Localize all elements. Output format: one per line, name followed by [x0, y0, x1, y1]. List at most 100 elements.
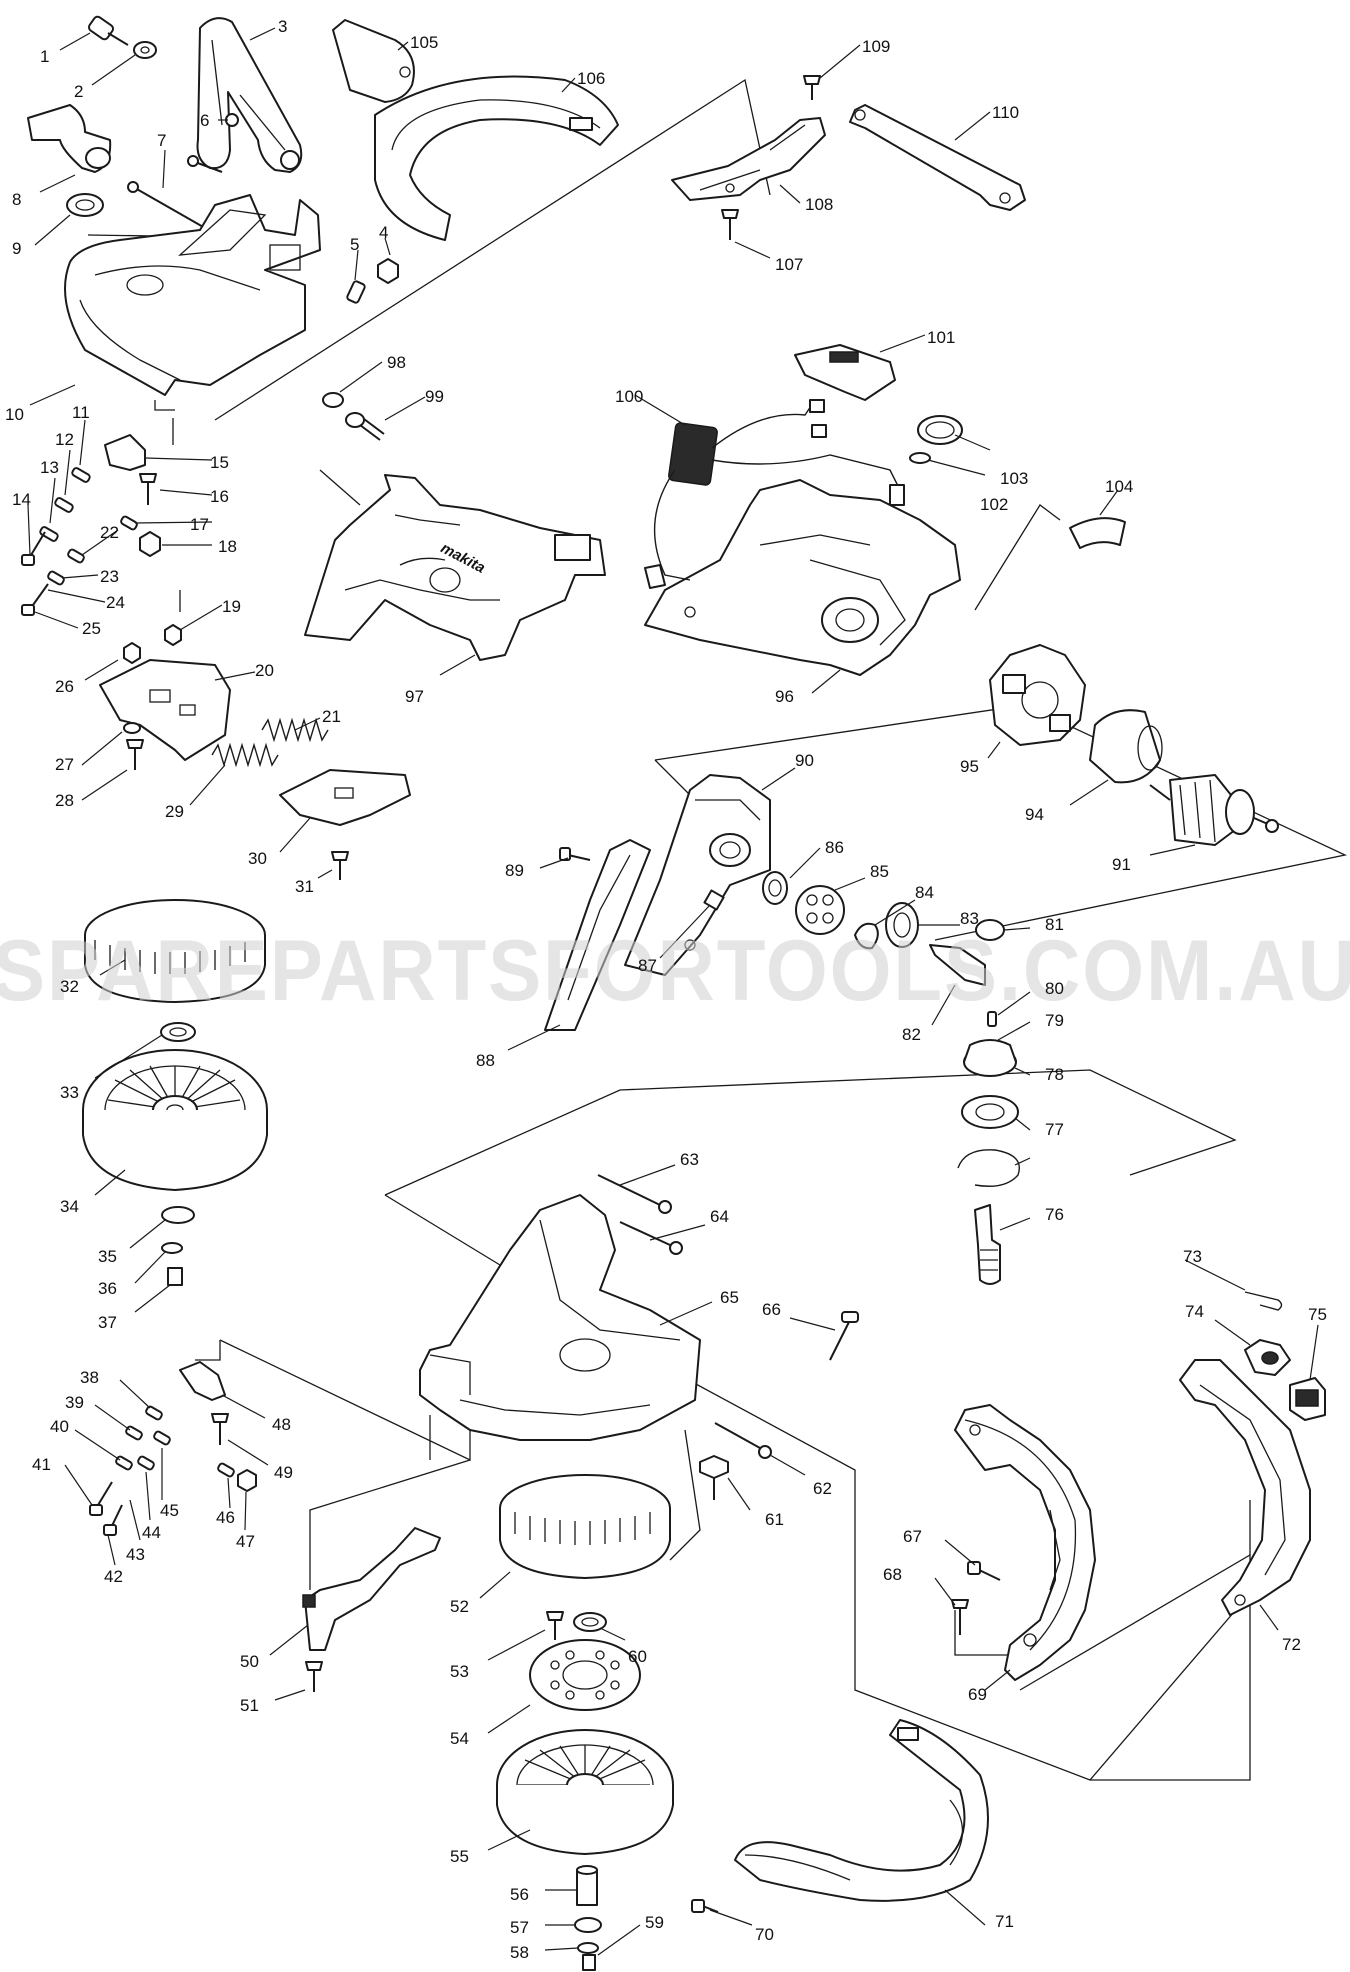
pin-23 [47, 570, 65, 586]
callout-25: 25 [82, 619, 101, 638]
callout-18: 18 [218, 537, 237, 556]
callout-71: 71 [995, 1912, 1014, 1931]
callout-20: 20 [255, 661, 274, 680]
seal-104 [1069, 517, 1126, 549]
callout-26: 26 [55, 677, 74, 696]
callout-41: 41 [32, 1455, 51, 1474]
callout-13: 13 [40, 458, 59, 477]
callout-89: 89 [505, 861, 524, 880]
callout-90: 90 [795, 751, 814, 770]
callout-99: 99 [425, 387, 444, 406]
callout-33: 33 [60, 1083, 79, 1102]
callout-39: 39 [65, 1393, 84, 1412]
left-wheel-parts [82, 899, 268, 1286]
upper-cover-10 [64, 194, 321, 396]
pin-11 [71, 467, 91, 483]
callout-110: 110 [992, 103, 1019, 122]
callout-101: 101 [927, 328, 955, 347]
callout-5: 5 [350, 235, 359, 254]
spacer-56 [576, 1869, 598, 1906]
callout-48: 48 [272, 1415, 291, 1434]
callout-7: 7 [157, 131, 166, 150]
callout-37: 37 [98, 1313, 117, 1332]
callout-44: 44 [142, 1523, 161, 1542]
lower-left-parts [89, 1361, 441, 1692]
watermark-text: SPAREPARTSFORTOOLS.COM.AU [0, 923, 1350, 1019]
bearing-86 [762, 871, 788, 905]
pin-12 [54, 497, 74, 513]
callout-1: 1 [40, 47, 49, 66]
washer-2 [133, 41, 157, 59]
callout-6: 6 [200, 111, 209, 130]
washer-58 [577, 1942, 599, 1954]
left-small-parts [21, 434, 411, 880]
callout-35: 35 [98, 1247, 117, 1266]
callout-10: 10 [5, 405, 24, 424]
cover-parts-top [332, 19, 619, 241]
group-outlines [87, 78, 1348, 1781]
shaft-76 [974, 1204, 1001, 1285]
callout-91: 91 [1112, 855, 1131, 874]
washer-35 [161, 1206, 195, 1224]
callout-61: 61 [765, 1510, 784, 1529]
callout-labels: 1 2 3 4 5 6 7 8 9 10 11 12 13 14 15 16 1… [5, 17, 1327, 1962]
callout-11: 11 [72, 403, 90, 422]
callout-107: 107 [775, 255, 803, 274]
callout-108: 108 [805, 195, 833, 214]
ring-94 [1089, 709, 1161, 784]
callout-62: 62 [813, 1479, 832, 1498]
callout-31: 31 [295, 877, 314, 896]
callout-95: 95 [960, 757, 979, 776]
callout-64: 64 [710, 1207, 729, 1226]
screw-59 [582, 1954, 596, 1971]
lower-body [419, 1174, 859, 1971]
long-bolt-7 [134, 187, 206, 229]
callout-58: 58 [510, 1943, 529, 1962]
pin-22 [67, 548, 85, 564]
pin-38 [145, 1405, 163, 1421]
callout-78: 78 [1045, 1065, 1064, 1084]
callout-51: 51 [240, 1696, 259, 1715]
callout-109: 109 [862, 37, 890, 56]
lower-frame-65 [419, 1194, 701, 1441]
callout-81: 81 [1045, 915, 1064, 934]
rod-110 [849, 104, 1026, 211]
callout-23: 23 [100, 567, 119, 586]
callout-40: 40 [50, 1417, 69, 1436]
callout-27: 27 [55, 755, 74, 774]
leader-lines [27, 27, 1319, 1956]
bracket-108 [671, 117, 826, 201]
callout-75: 75 [1308, 1305, 1327, 1324]
callout-84: 84 [915, 883, 934, 902]
gear-train [544, 774, 1020, 1285]
washer-60 [573, 1612, 607, 1632]
gear-housing-section [644, 344, 1126, 676]
callout-17: 17 [190, 515, 209, 534]
pin-46 [217, 1462, 235, 1478]
bolt-63 [597, 1174, 661, 1206]
callout-2: 2 [74, 82, 83, 101]
pin-17 [120, 515, 138, 531]
callout-83: 83 [960, 909, 979, 928]
nut-19 [164, 624, 182, 646]
switch-100 [668, 422, 718, 486]
pin-80 [987, 1011, 997, 1027]
callout-73: 73 [1183, 1247, 1202, 1266]
washer-9 [66, 193, 104, 217]
callout-98: 98 [387, 353, 406, 372]
callout-34: 34 [60, 1197, 79, 1216]
bolt-62 [714, 1422, 761, 1449]
callout-97: 97 [405, 687, 424, 706]
callout-86: 86 [825, 838, 844, 857]
callout-36: 36 [98, 1279, 117, 1298]
callout-30: 30 [248, 849, 267, 868]
callout-68: 68 [883, 1565, 902, 1584]
screw-89 [567, 854, 591, 861]
pin-5 [346, 280, 366, 304]
callout-87: 87 [638, 956, 657, 975]
callout-49: 49 [274, 1463, 293, 1482]
nut-47 [237, 1469, 257, 1492]
callout-59: 59 [645, 1913, 664, 1932]
cap-98 [322, 392, 344, 408]
callout-66: 66 [762, 1300, 781, 1319]
